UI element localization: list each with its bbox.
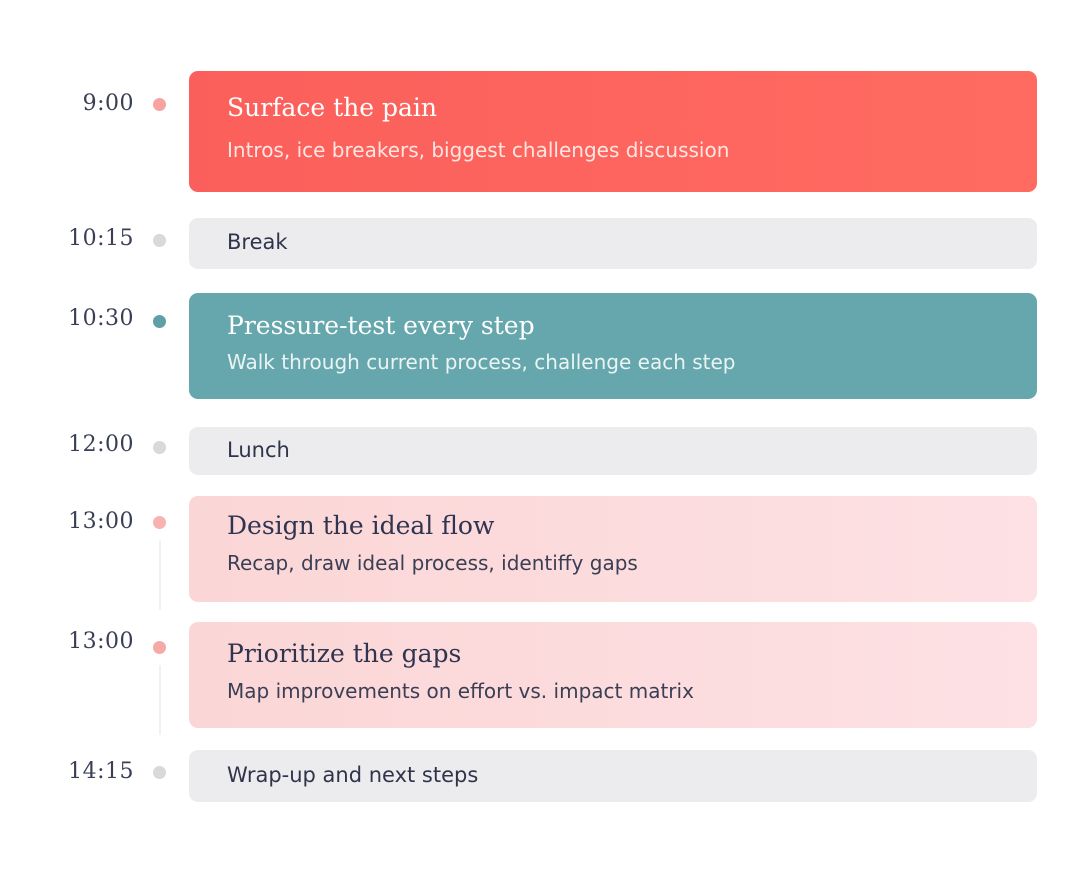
session-title: Lunch <box>227 438 290 462</box>
session-description: Intros, ice breakers, biggest challenges… <box>227 138 730 162</box>
session-description: Walk through current process, challenge … <box>227 350 736 374</box>
timeline-dot <box>153 315 166 328</box>
session-title: Prioritize the gaps <box>227 639 462 668</box>
session-title: Break <box>227 230 288 254</box>
timeline-connector <box>159 665 161 735</box>
session-title: Pressure-test every step <box>227 311 535 340</box>
session-title: Surface the pain <box>227 93 437 122</box>
timeline-dot <box>153 766 166 779</box>
session-card[interactable]: Lunch <box>189 427 1037 475</box>
time-label: 13:00 <box>68 629 134 654</box>
session-card[interactable]: Design the ideal flow Recap, draw ideal … <box>189 496 1037 602</box>
timeline-dot <box>153 441 166 454</box>
timeline-connector <box>159 540 161 610</box>
timeline-dot <box>153 234 166 247</box>
time-label: 13:00 <box>68 509 134 534</box>
session-description: Recap, draw ideal process, identiffy gap… <box>227 551 638 575</box>
timeline-dot <box>153 98 166 111</box>
session-card[interactable]: Wrap-up and next steps <box>189 750 1037 802</box>
time-label: 10:30 <box>68 306 134 331</box>
time-label: 9:00 <box>82 91 134 116</box>
session-description: Map improvements on effort vs. impact ma… <box>227 679 694 703</box>
session-card[interactable]: Prioritize the gaps Map improvements on … <box>189 622 1037 728</box>
timeline-dot <box>153 641 166 654</box>
session-title: Wrap-up and next steps <box>227 763 479 787</box>
timeline-dot <box>153 516 166 529</box>
time-label: 14:15 <box>68 759 134 784</box>
session-title: Design the ideal flow <box>227 511 495 540</box>
time-label: 10:15 <box>68 226 134 251</box>
session-card[interactable]: Break <box>189 218 1037 269</box>
time-label: 12:00 <box>68 432 134 457</box>
session-card[interactable]: Pressure-test every step Walk through cu… <box>189 293 1037 399</box>
session-card[interactable]: Surface the pain Intros, ice breakers, b… <box>189 71 1037 192</box>
